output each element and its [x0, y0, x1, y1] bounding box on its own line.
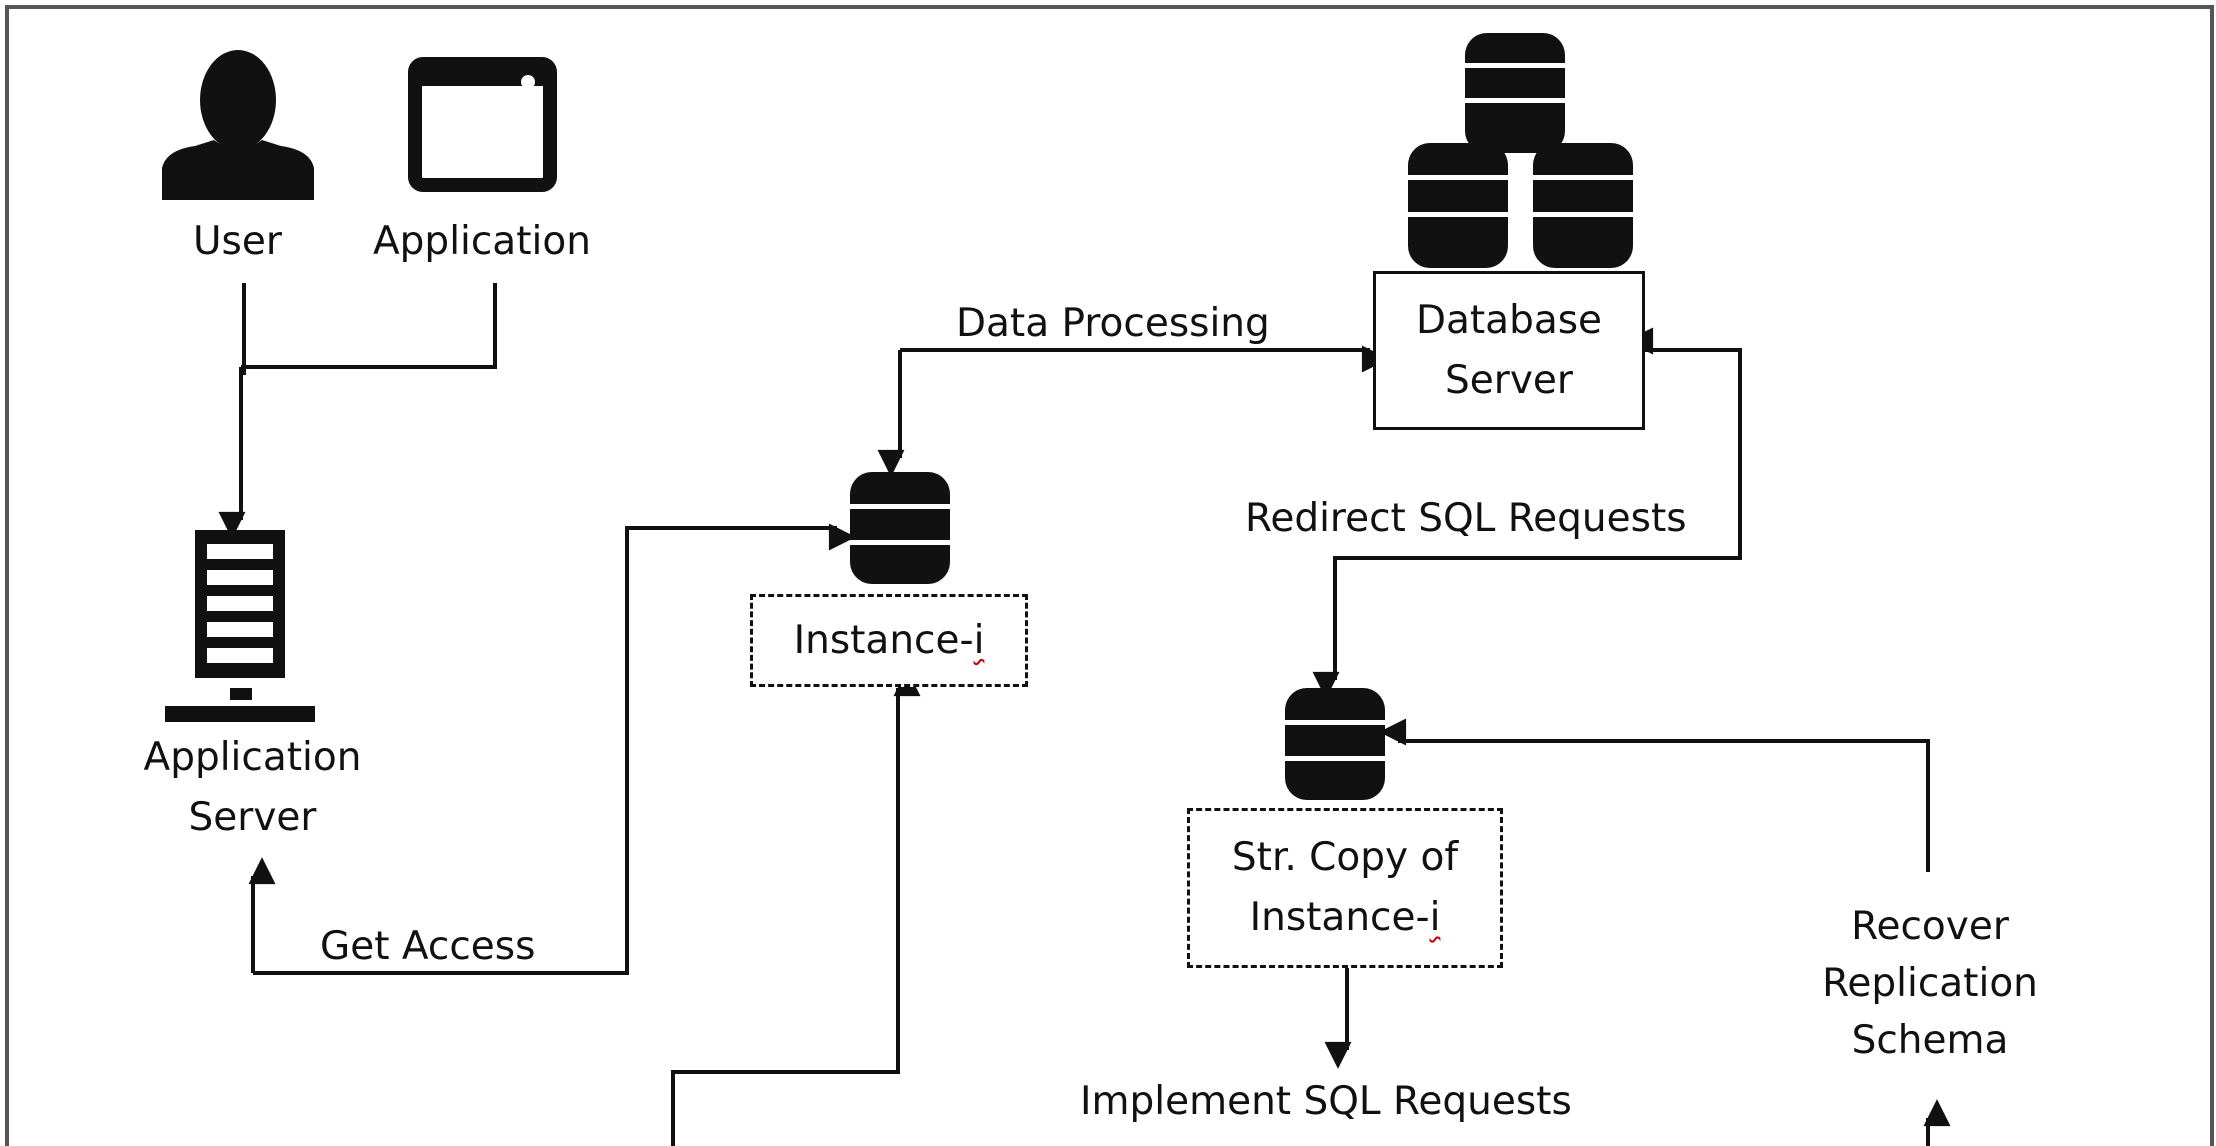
recover-replication-schema-label: Recover Replication Schema — [1822, 904, 2038, 1063]
str-copy-suffix: i — [1429, 895, 1441, 940]
user-icon — [162, 50, 314, 200]
str-copy-box: Str. Copy of Instance-i — [1187, 808, 1503, 968]
implement-sql-label: Implement SQL Requests — [1080, 1079, 1572, 1124]
database-icon — [850, 472, 950, 584]
data-processing-label: Data Processing — [956, 301, 1270, 346]
instance-i-box: Instance-i — [750, 594, 1028, 687]
str-copy-line2: Instance-i — [1249, 895, 1441, 940]
connector-application — [241, 283, 497, 369]
arrow-up-to-instance — [671, 669, 921, 1146]
database-server-line2: Server — [1445, 357, 1573, 403]
application-server-label: Application Server — [120, 728, 385, 848]
database-server-line1: Database — [1415, 297, 1603, 343]
arrow-redirect-to-db — [1333, 327, 1742, 672]
redirect-sql-label: Redirect SQL Requests — [1245, 496, 1687, 541]
arrow-recover-to-copy — [1379, 718, 1930, 872]
instance-i-label: Instance-i — [793, 617, 985, 663]
application-server-line2: Server — [188, 795, 317, 840]
arrow-get-access-to-instance — [253, 523, 856, 975]
str-copy-line1: Str. Copy of — [1231, 835, 1459, 880]
database-server-box: Database Server — [1373, 271, 1645, 430]
server-tower-icon — [165, 530, 315, 722]
application-window-icon — [408, 57, 557, 192]
application-label: Application — [373, 219, 591, 264]
database-icon — [1285, 688, 1385, 800]
database-stack-icon — [1408, 33, 1633, 268]
instance-i-suffix: i — [973, 617, 985, 663]
application-server-line1: Application — [143, 735, 362, 780]
get-access-label: Get Access — [320, 924, 536, 969]
user-label: User — [193, 219, 282, 264]
outer-frame — [5, 5, 2214, 1146]
